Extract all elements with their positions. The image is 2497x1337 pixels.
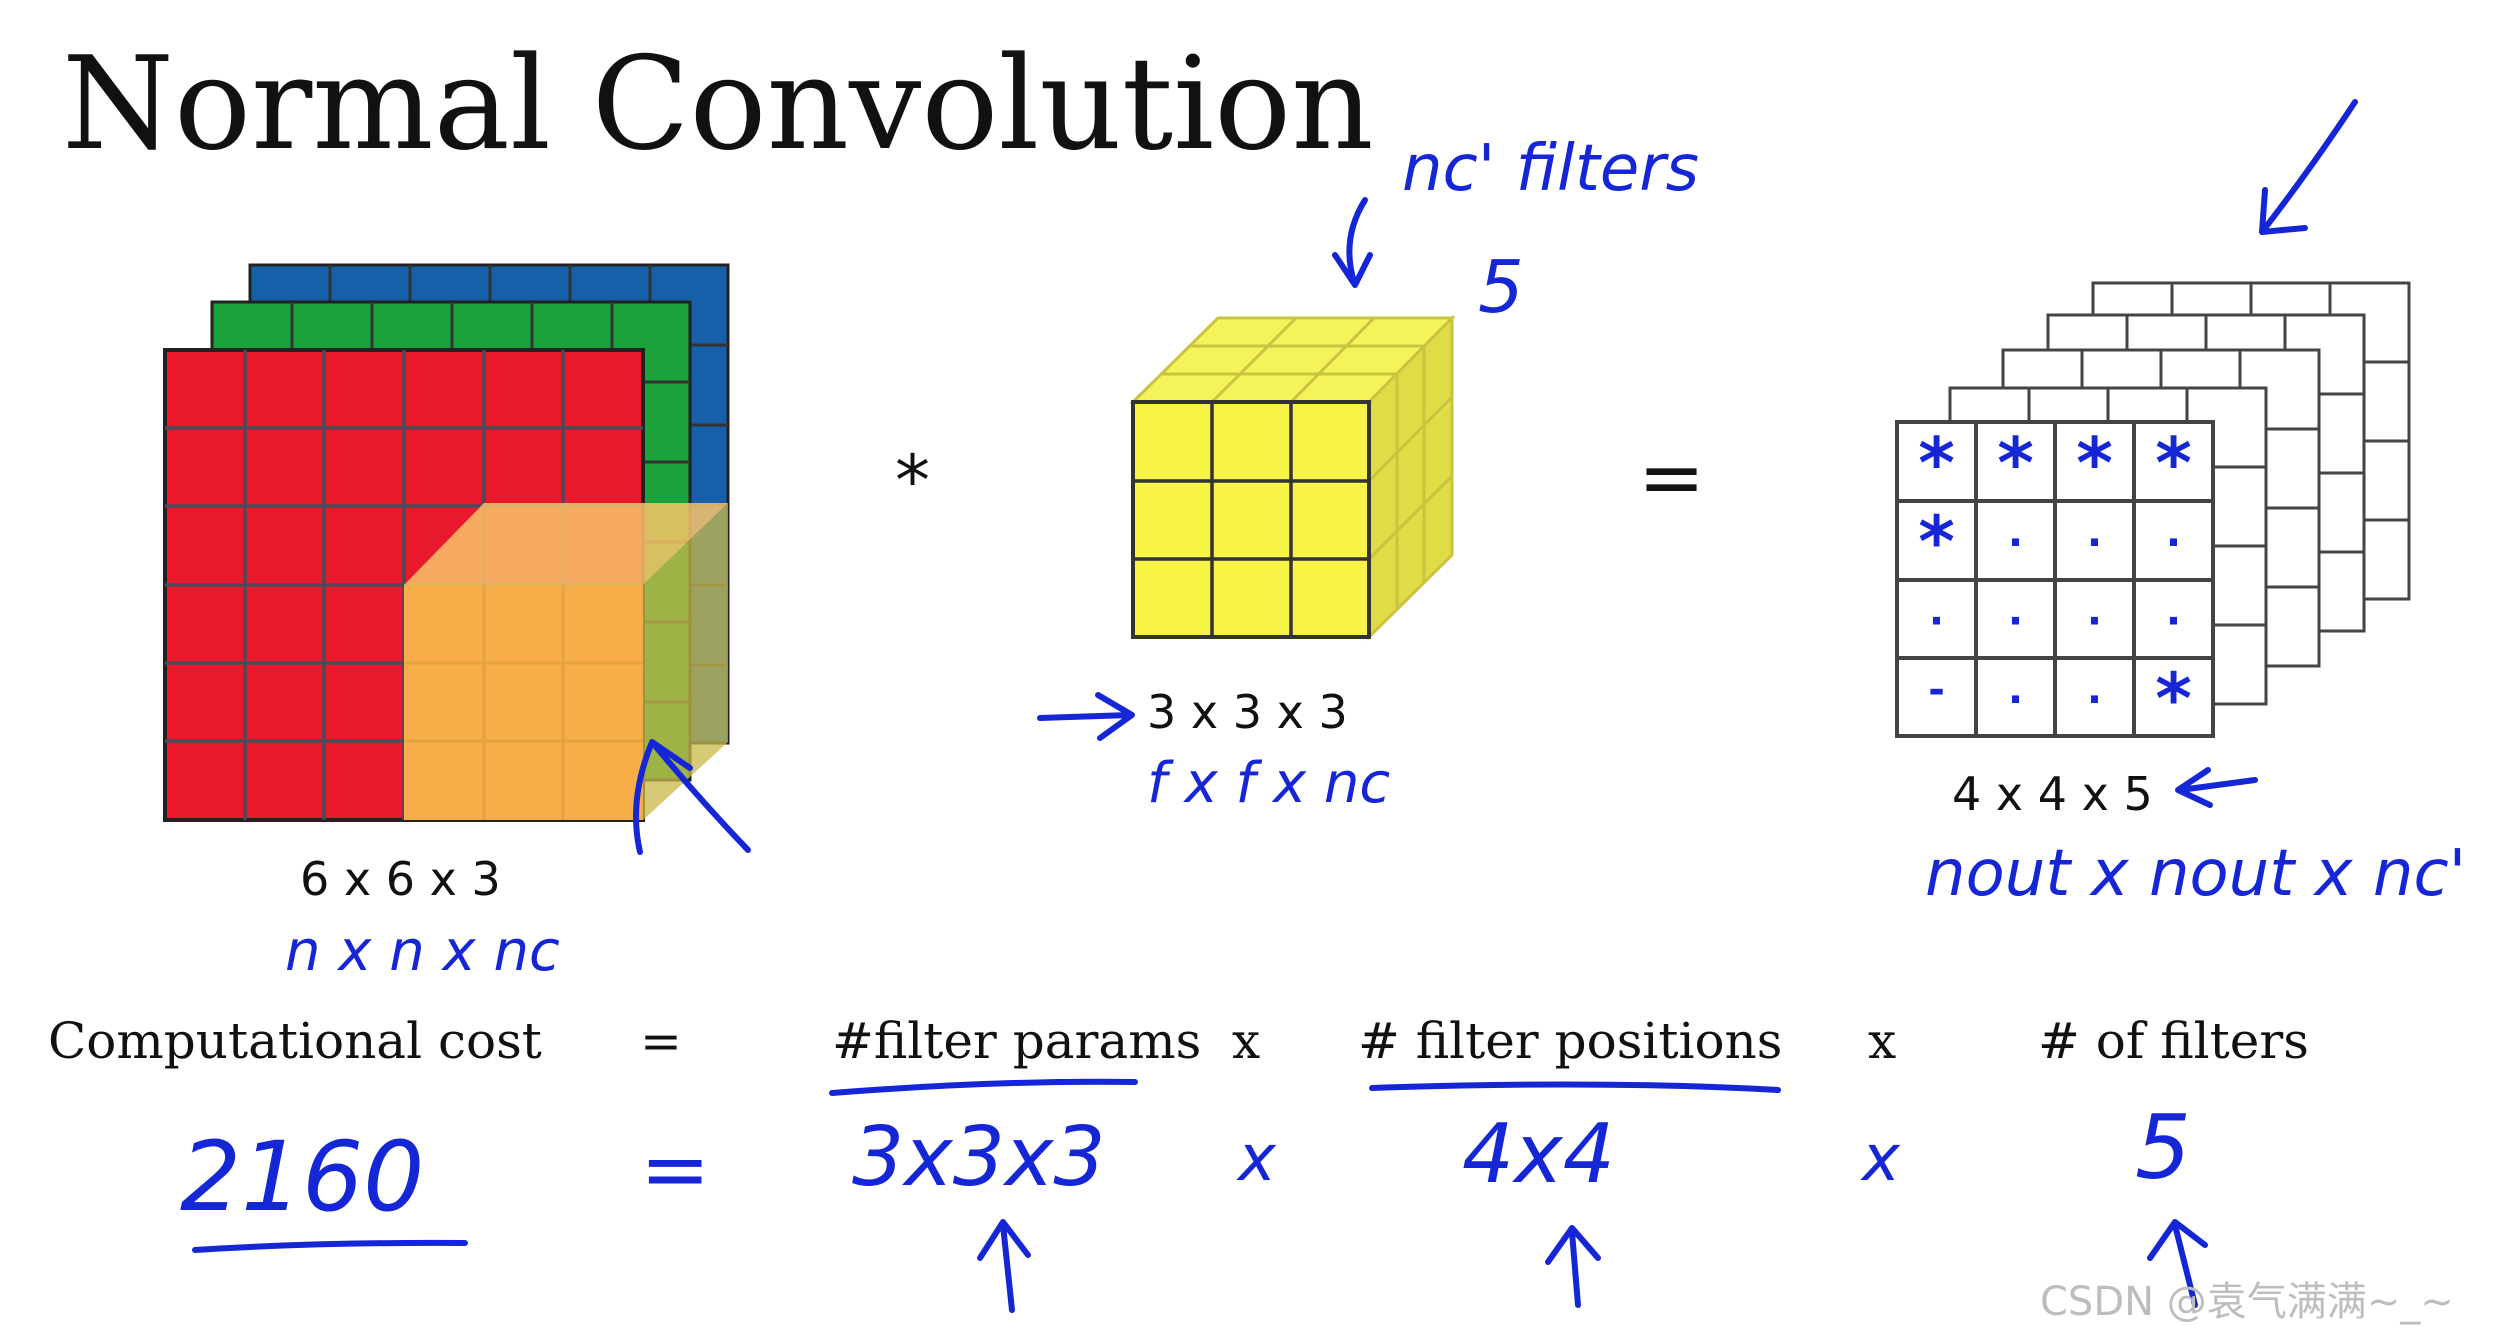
output-cell-mark: *	[2155, 422, 2192, 504]
output-dims-annotation: nout x nout x nc'	[1925, 837, 2466, 911]
underline-filter-positions	[1372, 1084, 1778, 1090]
filter-dims-label: 3 x 3 x 3	[1147, 685, 1348, 739]
output-cell-mark: *	[2076, 422, 2113, 504]
output-cell-mark: .	[2166, 588, 2181, 634]
output-cell-mark: *	[1918, 501, 1955, 583]
filter-count-value: 5	[1478, 245, 1524, 329]
hand-times-1: x	[1236, 1122, 1277, 1196]
filter-cube	[1133, 318, 1452, 637]
output-cell-mark: .	[2087, 667, 2102, 713]
input-dims-label: 6 x 6 x 3	[300, 852, 501, 906]
hand-result-underline	[195, 1243, 465, 1250]
watermark: CSDN @袁气满满~_~	[2040, 1279, 2454, 1325]
output-dims-label: 4 x 4 x 5	[1952, 767, 2153, 821]
formula-term-filter-positions: # filter positions	[1358, 1012, 1782, 1070]
formula-times-1: x	[1232, 1012, 1260, 1070]
output-dims-arrow	[2178, 770, 2255, 805]
underline-filter-params	[832, 1082, 1135, 1093]
hand-equals: =	[640, 1120, 710, 1218]
hand-value-filter-params: 3x3x3	[852, 1110, 1106, 1205]
formula-equals: =	[640, 1012, 682, 1070]
output-cell-mark: *	[2155, 658, 2192, 740]
output-cell-mark: .	[1929, 588, 1944, 634]
hand-result: 2160	[180, 1121, 424, 1233]
output-cell-mark: *	[1997, 422, 2034, 504]
formula-lhs: Computational cost	[48, 1012, 542, 1070]
output-cell-mark: .	[2087, 588, 2102, 634]
filter-front-face	[1133, 402, 1369, 637]
filter-dims-arrow	[1040, 695, 1132, 738]
formula-times-2: x	[1868, 1012, 1896, 1070]
output-cell-mark: .	[2087, 510, 2102, 556]
input-volume	[165, 265, 728, 820]
output-cell-mark: .	[2008, 588, 2023, 634]
output-cell-mark: .	[2008, 510, 2023, 556]
equals-operator: =	[1638, 431, 1705, 524]
output-cell-mark: -	[1928, 667, 1945, 713]
formula-term-num-filters: # of filters	[2038, 1012, 2309, 1070]
output-cell-mark: .	[2008, 667, 2023, 713]
hand-value-num-filters: 5	[2135, 1096, 2191, 1199]
conv-operator: *	[895, 440, 930, 522]
output-top-arrow	[2262, 102, 2355, 232]
page-title: Normal Convolution	[62, 30, 1374, 179]
hand-value-filter-positions: 4x4	[1462, 1107, 1615, 1202]
hand-up-arrow-1	[980, 1222, 1028, 1310]
output-cell-mark: .	[2166, 510, 2181, 556]
formula-term-filter-params: #filter params	[832, 1012, 1201, 1070]
filter-dims-annotation: f x f x nc	[1147, 751, 1390, 816]
hand-up-arrow-2	[1548, 1228, 1598, 1305]
hand-times-2: x	[1860, 1122, 1901, 1196]
input-dims-annotation: n x n x nc	[285, 919, 560, 984]
output-volume	[1897, 283, 2409, 736]
filter-down-arrow	[1335, 200, 1370, 285]
filter-count-note: nc' filters	[1402, 132, 1699, 206]
output-cell-mark: *	[1918, 422, 1955, 504]
